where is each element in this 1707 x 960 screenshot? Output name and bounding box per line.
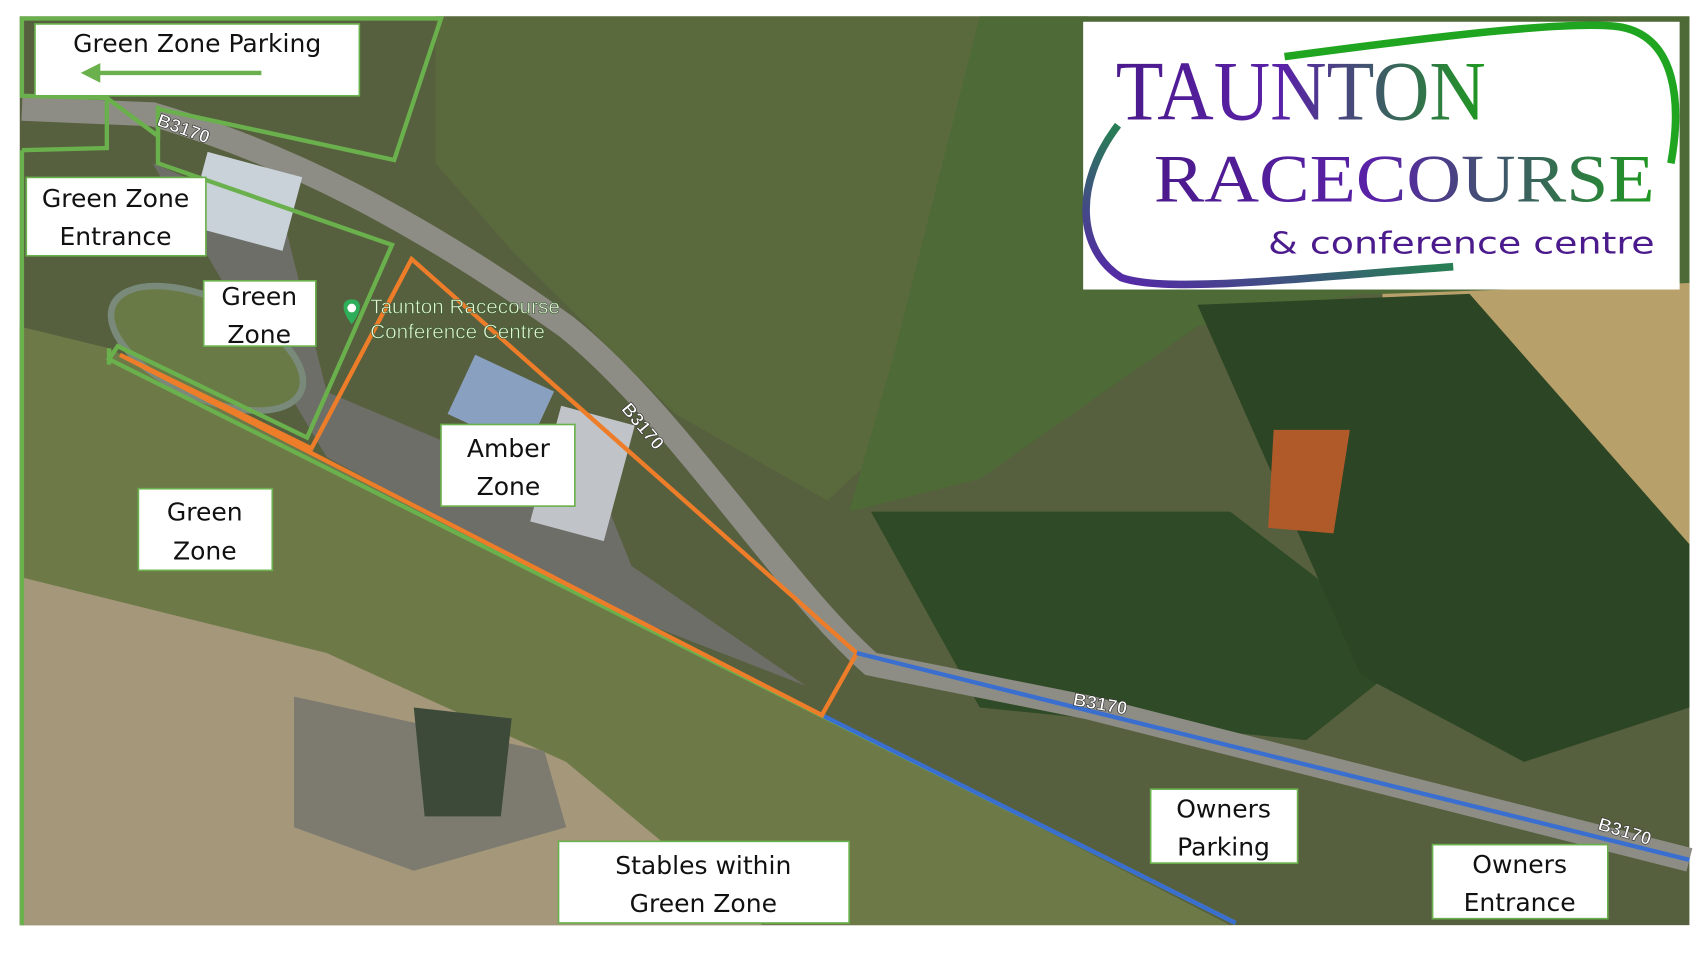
svg-text:Zone: Zone (477, 472, 541, 501)
svg-text:Green Zone Parking: Green Zone Parking (73, 29, 321, 58)
svg-text:Entrance: Entrance (59, 222, 171, 251)
logo-line-taunton: TAUNTON (1116, 45, 1486, 139)
map-pin-icon[interactable] (343, 299, 360, 325)
svg-text:Green Zone: Green Zone (630, 889, 777, 918)
owners-zone-outline (823, 650, 1690, 925)
svg-text:Zone: Zone (227, 320, 291, 349)
label-owners-entrance: Owners Entrance (1431, 843, 1609, 920)
svg-text:Amber: Amber (467, 434, 551, 463)
svg-text:Entrance: Entrance (1464, 888, 1576, 917)
label-green-zone-parking: Green Zone Parking (34, 23, 361, 97)
label-green-zone-large: Green Zone (137, 487, 274, 572)
label-stables: Stables within Green Zone (557, 840, 850, 924)
svg-text:Parking: Parking (1177, 833, 1270, 862)
svg-text:Owners: Owners (1176, 794, 1271, 823)
svg-text:Green Zone: Green Zone (42, 184, 189, 213)
label-green-zone-small: Green Zone (202, 280, 317, 349)
svg-text:Owners: Owners (1472, 850, 1567, 879)
svg-text:Stables within: Stables within (615, 851, 791, 880)
poi-label[interactable]: Conference Centre (370, 320, 545, 344)
svg-text:Green: Green (167, 497, 243, 526)
label-owners-parking: Owners Parking (1149, 788, 1299, 864)
amber-zone-outline (118, 255, 860, 718)
label-amber-zone: Amber Zone (440, 423, 576, 507)
logo-line-racecourse: RACECOURSE (1154, 141, 1655, 216)
label-green-zone-entrance: Green Zone Entrance (25, 176, 207, 257)
svg-text:Green: Green (221, 282, 297, 311)
svg-text:Zone: Zone (173, 536, 237, 565)
poi-label[interactable]: Taunton Racecourse (370, 295, 560, 319)
taunton-racecourse-logo: TAUNTON RACECOURSE & conference centre (1082, 21, 1680, 290)
arrow-left-icon (80, 63, 262, 83)
logo-line-conference: & conference centre (1268, 227, 1654, 262)
